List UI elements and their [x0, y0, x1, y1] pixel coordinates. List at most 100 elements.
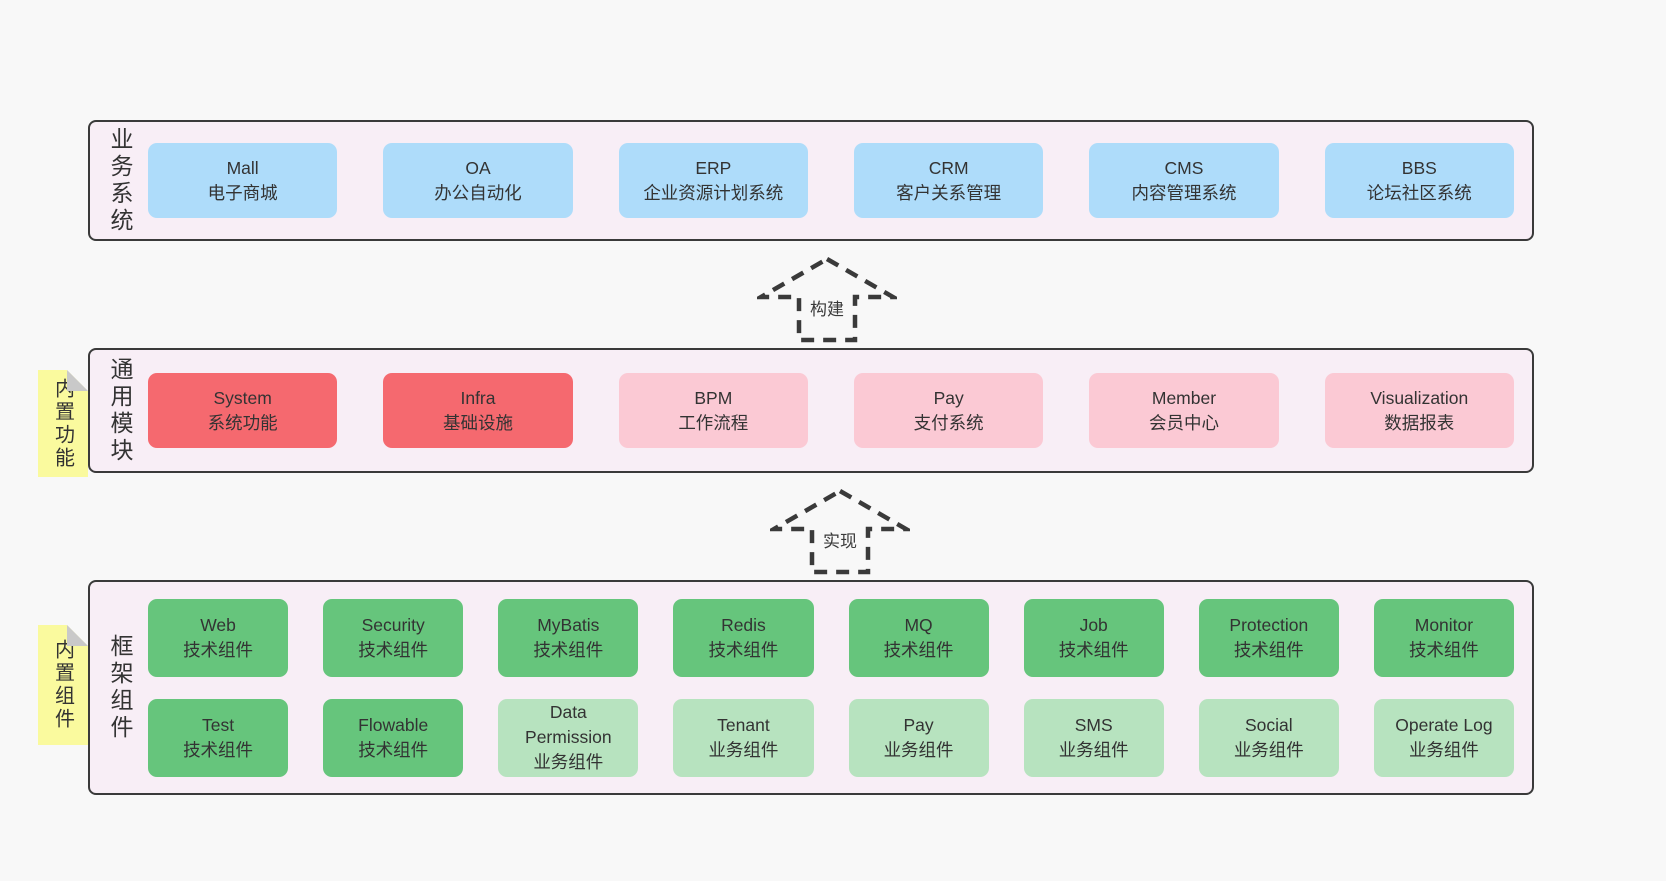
- box-subtitle: 基础设施: [442, 412, 513, 433]
- box-subtitle: 业务组件: [1058, 739, 1129, 760]
- box-title: Operate Log: [1395, 714, 1493, 735]
- box-subtitle: 技术组件: [1058, 639, 1129, 660]
- band-framework-components-grid: Web 技术组件 Security 技术组件 MyBatis 技术组件 Redi…: [140, 582, 1514, 793]
- box-subtitle: 会员中心: [1148, 412, 1219, 433]
- box-title: Data Permission: [525, 702, 612, 748]
- band-business-systems-content: Mall 电子商城 OA 办公自动化 ERP 企业资源计划系统 CRM 客户关系…: [140, 122, 1514, 239]
- box-system: System 系统功能: [148, 373, 338, 448]
- box-subtitle: 技术组件: [883, 639, 954, 660]
- box-subtitle: 系统功能: [207, 412, 278, 433]
- box-title: CMS: [1164, 157, 1204, 178]
- box-pay-component: Pay 业务组件: [848, 698, 989, 777]
- box-oa: OA 办公自动化: [383, 143, 573, 218]
- band-business-systems: 业务系统 Mall 电子商城 OA 办公自动化 ERP 企业资源计划系统 CRM…: [88, 120, 1534, 241]
- box-subtitle: 业务组件: [1233, 739, 1304, 760]
- box-flowable: Flowable 技术组件: [323, 698, 464, 777]
- box-subtitle: 技术组件: [183, 739, 254, 760]
- box-subtitle: 技术组件: [358, 639, 429, 660]
- box-social: Social 业务组件: [1198, 698, 1339, 777]
- up-arrow-icon: [757, 256, 897, 343]
- arrow-build-label: 构建: [807, 294, 847, 321]
- box-security: Security 技术组件: [323, 598, 464, 677]
- arrow-implement: 实现: [770, 486, 910, 576]
- band-framework-components-label: 框架组件: [107, 633, 133, 742]
- box-subtitle: 业务组件: [533, 751, 604, 772]
- box-title: Security: [361, 614, 425, 635]
- sticky-note-built-in-components: 内置组件: [38, 625, 88, 745]
- box-title: Visualization: [1370, 387, 1469, 408]
- box-subtitle: 客户关系管理: [896, 182, 1002, 203]
- box-title: Mall: [226, 157, 259, 178]
- box-subtitle: 企业资源计划系统: [643, 182, 784, 203]
- box-title: BPM: [694, 387, 733, 408]
- box-title: Web: [200, 614, 236, 635]
- box-subtitle: 技术组件: [1408, 639, 1479, 660]
- box-subtitle: 内容管理系统: [1131, 182, 1237, 203]
- box-title: Flowable: [358, 714, 429, 735]
- box-title: ERP: [695, 157, 732, 178]
- box-monitor: Monitor 技术组件: [1373, 598, 1514, 677]
- box-title: CRM: [928, 157, 969, 178]
- box-title: BBS: [1401, 157, 1437, 178]
- box-subtitle: 业务组件: [883, 739, 954, 760]
- box-title: Member: [1151, 387, 1217, 408]
- box-title: OA: [465, 157, 491, 178]
- arrow-implement-label: 实现: [820, 526, 860, 553]
- box-operate-log: Operate Log 业务组件: [1373, 698, 1514, 777]
- box-title: Pay: [933, 387, 964, 408]
- box-infra: Infra 基础设施: [383, 373, 573, 448]
- box-title: Monitor: [1414, 614, 1474, 635]
- box-job: Job 技术组件: [1023, 598, 1164, 677]
- box-redis: Redis 技术组件: [673, 598, 814, 677]
- box-sms: SMS 业务组件: [1023, 698, 1164, 777]
- box-title: Protection: [1229, 614, 1309, 635]
- box-title: SMS: [1074, 714, 1113, 735]
- box-subtitle: 技术组件: [358, 739, 429, 760]
- box-web: Web 技术组件: [148, 598, 289, 677]
- sticky-note-built-in-features: 内置功能: [38, 370, 88, 477]
- box-subtitle: 业务组件: [708, 739, 779, 760]
- box-pay-module: Pay 支付系统: [853, 373, 1044, 448]
- box-crm: CRM 客户关系管理: [853, 143, 1044, 218]
- box-subtitle: 技术组件: [708, 639, 779, 660]
- box-title: Infra: [460, 387, 496, 408]
- box-title: Tenant: [717, 714, 770, 735]
- box-erp: ERP 企业资源计划系统: [618, 143, 808, 218]
- box-mq: MQ 技术组件: [848, 598, 989, 677]
- box-subtitle: 业务组件: [1408, 739, 1479, 760]
- box-subtitle: 支付系统: [913, 412, 984, 433]
- box-title: Test: [202, 714, 235, 735]
- box-subtitle: 论坛社区系统: [1366, 182, 1472, 203]
- box-protection: Protection 技术组件: [1198, 598, 1339, 677]
- box-subtitle: 技术组件: [533, 639, 604, 660]
- up-arrow-icon: [770, 488, 910, 575]
- sticky-note-fold-icon: [67, 625, 88, 646]
- box-tenant: Tenant 业务组件: [673, 698, 814, 777]
- box-title: Redis: [721, 614, 766, 635]
- box-mybatis: MyBatis 技术组件: [498, 598, 639, 677]
- box-title: MyBatis: [537, 614, 600, 635]
- box-subtitle: 技术组件: [183, 639, 254, 660]
- box-subtitle: 数据报表: [1384, 412, 1455, 433]
- box-title: MQ: [904, 614, 933, 635]
- band-business-systems-label: 业务系统: [107, 126, 133, 235]
- box-member: Member 会员中心: [1089, 373, 1279, 448]
- box-title: Job: [1079, 614, 1108, 635]
- box-cms: CMS 内容管理系统: [1089, 143, 1279, 218]
- box-title: System: [213, 387, 272, 408]
- box-test: Test 技术组件: [148, 698, 289, 777]
- band-framework-components: 框架组件 Web 技术组件 Security 技术组件 MyBatis 技术组件…: [88, 580, 1534, 795]
- box-title: Social: [1244, 714, 1293, 735]
- box-title: Pay: [903, 714, 934, 735]
- box-data-permission: Data Permission 业务组件: [498, 698, 639, 777]
- band-common-modules: 通用模块 System 系统功能 Infra 基础设施 BPM 工作流程 Pay…: [88, 348, 1534, 473]
- box-bpm: BPM 工作流程: [618, 373, 808, 448]
- sticky-note-fold-icon: [67, 370, 88, 391]
- band-common-modules-label: 通用模块: [107, 356, 133, 465]
- box-subtitle: 办公自动化: [434, 182, 522, 203]
- box-bbs: BBS 论坛社区系统: [1324, 143, 1514, 218]
- box-subtitle: 工作流程: [678, 412, 749, 433]
- box-subtitle: 电子商城: [207, 182, 278, 203]
- box-visualization: Visualization 数据报表: [1324, 373, 1514, 448]
